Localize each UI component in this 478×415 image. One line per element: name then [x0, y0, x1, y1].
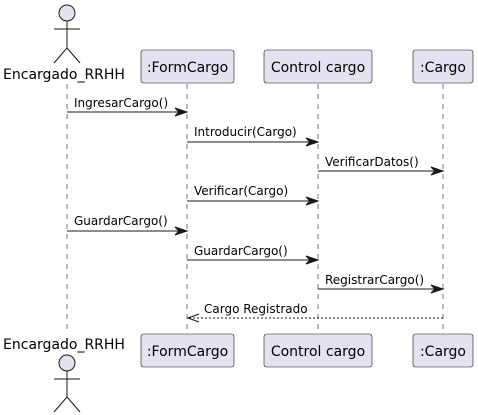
message-6: GuardarCargo()	[187, 244, 320, 265]
arrowhead	[430, 166, 445, 176]
message-label: Cargo Registrado	[204, 302, 308, 316]
actor-label: Encargado_RRHH	[3, 337, 125, 353]
message-4: Verificar(Cargo)	[187, 184, 320, 206]
participant-formcargo-top: :FormCargo	[140, 49, 235, 84]
participant-label: :FormCargo	[147, 60, 228, 76]
participant-label: :FormCargo	[147, 344, 228, 360]
message-2: Introducir(Cargo)	[187, 125, 320, 147]
actor-label: Encargado_RRHH	[3, 67, 125, 83]
participant-control-cargo-top: Control cargo	[263, 49, 373, 84]
message-8: Cargo Registrado	[186, 302, 443, 323]
actor-icon	[53, 354, 81, 413]
message-1: IngresarCargo()	[67, 96, 189, 117]
message-label: GuardarCargo()	[74, 214, 168, 228]
actor-encargado-bottom: Encargado_RRHH	[3, 337, 125, 413]
arrowhead	[174, 107, 189, 117]
message-label: Introducir(Cargo)	[194, 125, 297, 139]
actor-encargado-top: Encargado_RRHH	[3, 4, 125, 83]
message-label: RegistrarCargo()	[325, 273, 424, 287]
message-label: IngresarCargo()	[74, 96, 168, 110]
message-label: Verificar(Cargo)	[194, 184, 288, 198]
arrowhead	[305, 196, 320, 206]
participant-label: Control cargo	[271, 344, 365, 360]
message-7: RegistrarCargo()	[318, 273, 445, 294]
arrowhead	[186, 313, 200, 323]
message-label: GuardarCargo()	[194, 244, 288, 258]
participant-formcargo-bottom: :FormCargo	[140, 333, 235, 368]
participant-control-cargo-bottom: Control cargo	[263, 333, 373, 368]
arrowhead	[174, 226, 189, 236]
message-label: VerificarDatos()	[325, 155, 419, 169]
message-5: GuardarCargo()	[67, 214, 189, 236]
arrowhead	[305, 137, 320, 147]
participant-cargo-bottom: :Cargo	[412, 333, 474, 368]
arrowhead	[430, 284, 445, 294]
message-3: VerificarDatos()	[318, 155, 445, 176]
actor-icon	[53, 4, 81, 64]
participant-label: Control cargo	[271, 60, 365, 76]
participant-cargo-top: :Cargo	[412, 49, 474, 84]
arrowhead	[305, 255, 320, 265]
participant-label: :Cargo	[420, 60, 466, 76]
participant-label: :Cargo	[420, 344, 466, 360]
